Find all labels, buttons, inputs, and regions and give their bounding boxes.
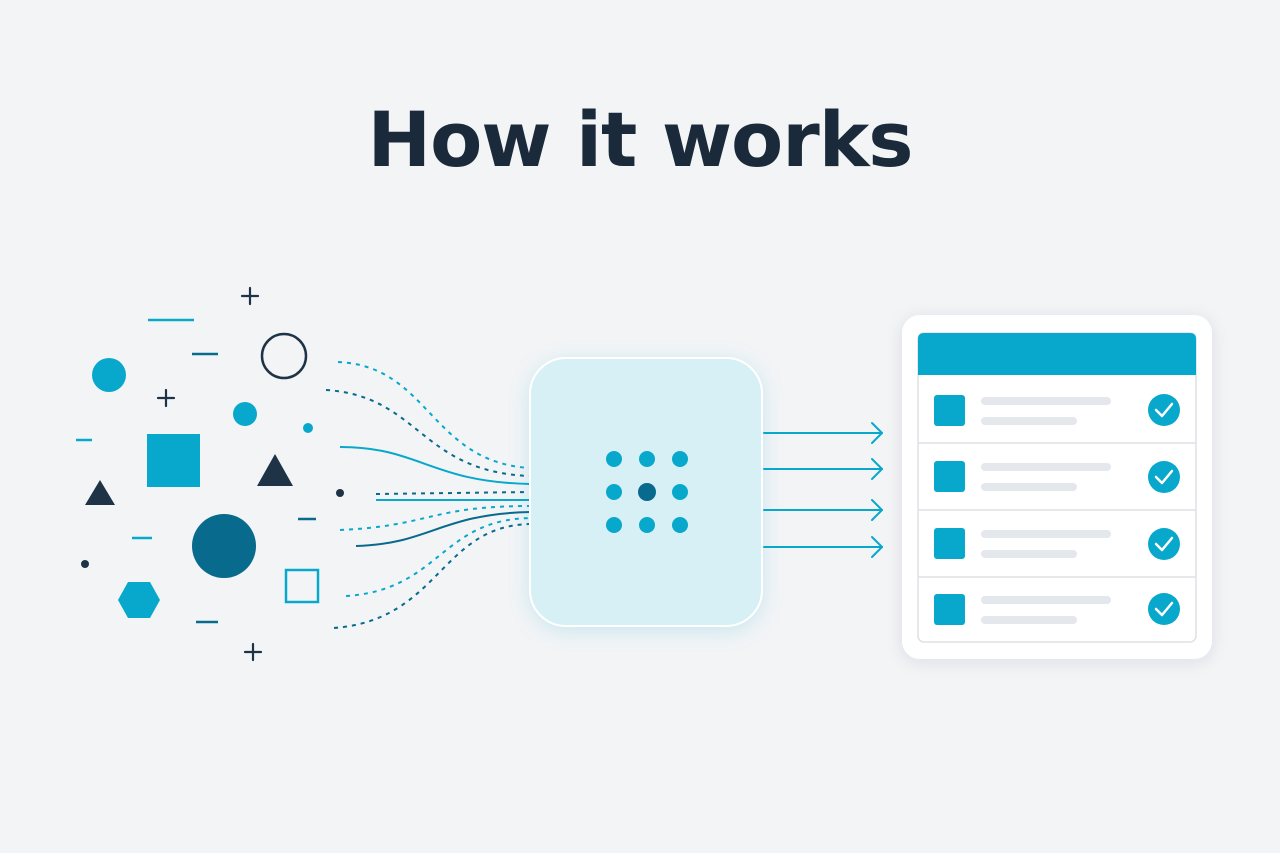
flow-line-dotted bbox=[325, 389, 531, 477]
square-icon bbox=[147, 434, 200, 487]
output-arrows bbox=[763, 422, 883, 558]
checkmark-circle-icon bbox=[1148, 461, 1180, 493]
flow-line-dotted bbox=[339, 505, 531, 531]
plus-icon bbox=[243, 642, 263, 662]
flow-line-dotted bbox=[333, 523, 531, 629]
dot-icon bbox=[336, 489, 344, 497]
placeholder-line bbox=[981, 417, 1077, 425]
plus-icon bbox=[240, 286, 260, 306]
output-card-header bbox=[918, 333, 1196, 375]
placeholder-line bbox=[981, 463, 1111, 471]
circle-icon bbox=[92, 358, 126, 392]
flow-line-dotted bbox=[337, 361, 531, 469]
checkmark-circle-icon bbox=[1148, 593, 1180, 625]
placeholder-line bbox=[981, 596, 1111, 604]
hexagon-icon bbox=[118, 582, 160, 618]
square-outline-icon bbox=[284, 568, 320, 604]
dot-grid-icon bbox=[606, 451, 688, 533]
triangle-icon bbox=[85, 480, 115, 505]
flow-line-dotted bbox=[375, 491, 531, 495]
dot-icon bbox=[303, 423, 313, 433]
arrow-right-icon bbox=[763, 536, 883, 558]
input-shapes bbox=[76, 286, 344, 662]
page-title: How it works bbox=[367, 95, 913, 184]
list-item bbox=[934, 528, 1180, 560]
arrow-right-icon bbox=[763, 499, 883, 521]
list-item-square-icon bbox=[934, 594, 965, 625]
circle-outline-icon bbox=[260, 332, 308, 380]
list-item bbox=[934, 394, 1180, 426]
placeholder-line bbox=[981, 530, 1111, 538]
arrow-right-icon bbox=[763, 458, 883, 480]
flow-line bbox=[339, 446, 531, 485]
flow-line bbox=[355, 511, 531, 547]
list-item-square-icon bbox=[934, 395, 965, 426]
input-flow-lines bbox=[325, 361, 531, 629]
placeholder-line bbox=[981, 616, 1077, 624]
checkmark-circle-icon bbox=[1148, 528, 1180, 560]
plus-icon bbox=[156, 388, 176, 408]
placeholder-line bbox=[981, 483, 1077, 491]
list-item bbox=[934, 461, 1180, 493]
triangle-icon bbox=[257, 454, 293, 486]
list-item bbox=[934, 593, 1180, 625]
output-list-card bbox=[902, 315, 1212, 659]
list-item-square-icon bbox=[934, 461, 965, 492]
dot-icon bbox=[81, 560, 89, 568]
circle-icon bbox=[233, 402, 257, 426]
checkmark-circle-icon bbox=[1148, 394, 1180, 426]
placeholder-line bbox=[981, 397, 1111, 405]
flow-line-dotted bbox=[345, 517, 531, 597]
list-item-square-icon bbox=[934, 528, 965, 559]
processor-box bbox=[529, 357, 763, 627]
placeholder-line bbox=[981, 550, 1077, 558]
arrow-right-icon bbox=[763, 422, 883, 444]
circle-icon bbox=[192, 514, 256, 578]
